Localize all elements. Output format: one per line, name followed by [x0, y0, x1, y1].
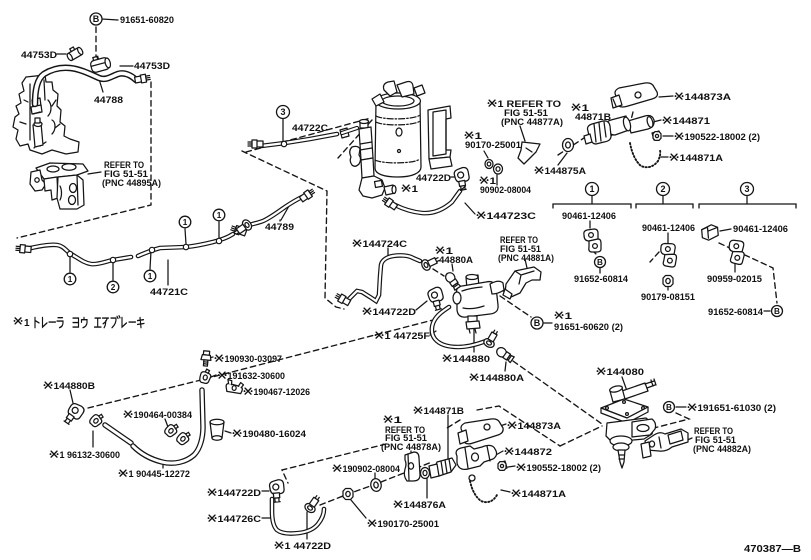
svg-text:FIG 51-51: FIG 51-51	[695, 435, 737, 446]
svg-text:190464-00384: 190464-00384	[134, 410, 193, 421]
svg-text:B: B	[774, 307, 780, 316]
svg-text:144872: 144872	[515, 447, 553, 458]
svg-text:470387—B: 470387—B	[744, 544, 801, 555]
svg-text:144873A: 144873A	[518, 421, 562, 432]
svg-text:B: B	[597, 258, 603, 267]
svg-text:1: 1	[412, 184, 419, 195]
svg-text:190930-03097: 190930-03097	[225, 354, 283, 365]
svg-text:90179-08151: 90179-08151	[641, 292, 696, 303]
svg-text:1: 1	[446, 246, 454, 257]
svg-text:(PNC 44878A): (PNC 44878A)	[381, 442, 441, 453]
svg-text:144871B: 144871B	[424, 406, 465, 417]
svg-text:44753D: 44753D	[21, 50, 57, 61]
svg-text:91652-60814: 91652-60814	[574, 274, 629, 285]
svg-text:1: 1	[490, 176, 497, 187]
svg-text:144722D: 144722D	[373, 307, 417, 318]
svg-text:44753D: 44753D	[134, 61, 170, 72]
svg-text:144880: 144880	[453, 354, 491, 365]
svg-text:44788: 44788	[94, 95, 124, 106]
svg-text:144724C: 144724C	[363, 239, 408, 250]
svg-text:1: 1	[24, 318, 30, 329]
svg-text:(PNC 44881A): (PNC 44881A)	[498, 253, 554, 264]
svg-text:REFER TO: REFER TO	[104, 160, 144, 171]
svg-text:REFER TO: REFER TO	[500, 235, 538, 246]
svg-text:1: 1	[475, 131, 483, 142]
svg-text:190552-18002 (2): 190552-18002 (2)	[527, 463, 602, 474]
svg-text:144871: 144871	[673, 116, 711, 127]
svg-text:FIG 51-51: FIG 51-51	[504, 108, 549, 119]
svg-text:144723C: 144723C	[487, 211, 537, 222]
svg-text:44789: 44789	[265, 222, 294, 233]
svg-text:1 96132-30600: 1 96132-30600	[60, 450, 121, 461]
svg-text:(PNC 44882A): (PNC 44882A)	[693, 444, 751, 455]
svg-text:44880A: 44880A	[439, 255, 473, 266]
svg-text:B: B	[93, 14, 100, 24]
svg-text:90461-12406: 90461-12406	[733, 224, 788, 235]
svg-text:FIG 51-51: FIG 51-51	[104, 169, 149, 180]
svg-text:1 44722D: 1 44722D	[285, 541, 332, 552]
svg-text:1 44725F: 1 44725F	[385, 331, 431, 342]
svg-text:191632-30600: 191632-30600	[228, 371, 286, 382]
svg-text:144880A: 144880A	[480, 373, 525, 384]
svg-text:144875A: 144875A	[545, 166, 587, 177]
svg-text:1: 1	[589, 184, 594, 194]
svg-text:FIG 51-51: FIG 51-51	[500, 244, 542, 255]
svg-text:1 90445-12272: 1 90445-12272	[129, 469, 191, 480]
svg-text:1: 1	[565, 311, 573, 322]
svg-text:1: 1	[148, 272, 153, 281]
svg-text:3: 3	[744, 184, 749, 194]
svg-text:REFER TO: REFER TO	[694, 426, 733, 437]
svg-text:144880B: 144880B	[54, 381, 96, 392]
svg-text:191651-61030 (2): 191651-61030 (2)	[698, 403, 777, 414]
svg-text:2: 2	[111, 283, 116, 292]
svg-text:144871A: 144871A	[522, 489, 567, 500]
svg-text:(PNC 44895A): (PNC 44895A)	[102, 178, 161, 189]
svg-text:90902-08004: 90902-08004	[480, 185, 532, 196]
svg-text:2: 2	[660, 184, 665, 194]
svg-text:144876A: 144876A	[404, 500, 447, 511]
svg-text:FIG 51-51: FIG 51-51	[385, 433, 428, 444]
svg-text:90461-12406: 90461-12406	[642, 223, 695, 234]
svg-text:144722D: 144722D	[218, 488, 262, 499]
svg-text:3: 3	[280, 107, 285, 117]
svg-text:91651-60620 (2): 91651-60620 (2)	[554, 322, 623, 333]
svg-text:190480-16024: 190480-16024	[243, 429, 307, 440]
svg-text:44722D: 44722D	[416, 173, 451, 184]
svg-text:44721C: 44721C	[150, 287, 188, 298]
svg-text:REFER TO: REFER TO	[385, 425, 425, 436]
svg-text:1: 1	[217, 211, 222, 220]
svg-text:1: 1	[183, 218, 188, 227]
svg-text:44722C: 44722C	[292, 123, 328, 134]
svg-text:144871A: 144871A	[680, 153, 724, 164]
svg-text:190522-18002 (2): 190522-18002 (2)	[685, 132, 761, 143]
svg-text:1 REFER TO: 1 REFER TO	[498, 99, 562, 110]
svg-text:91651-60820: 91651-60820	[120, 15, 174, 26]
svg-text:(PNC 44877A): (PNC 44877A)	[501, 117, 563, 128]
svg-text:1: 1	[394, 415, 404, 426]
svg-text:190170-25001: 190170-25001	[378, 519, 440, 530]
svg-text:90170-25001: 90170-25001	[465, 140, 522, 151]
svg-text:144873A: 144873A	[685, 92, 732, 103]
svg-text:B: B	[666, 403, 672, 412]
svg-text:190467-12026: 190467-12026	[254, 387, 311, 398]
svg-text:44871B: 44871B	[575, 112, 611, 123]
svg-text:B: B	[534, 318, 541, 328]
svg-text:144080: 144080	[607, 367, 645, 378]
svg-text:90959-02015: 90959-02015	[707, 274, 763, 285]
svg-text:91652-60814: 91652-60814	[708, 307, 764, 318]
svg-text:1: 1	[582, 103, 590, 114]
svg-text:1: 1	[68, 275, 73, 284]
svg-text:90461-12406: 90461-12406	[562, 211, 616, 222]
svg-text:190902-08004: 190902-08004	[343, 464, 401, 475]
svg-text:144726C: 144726C	[218, 514, 262, 525]
